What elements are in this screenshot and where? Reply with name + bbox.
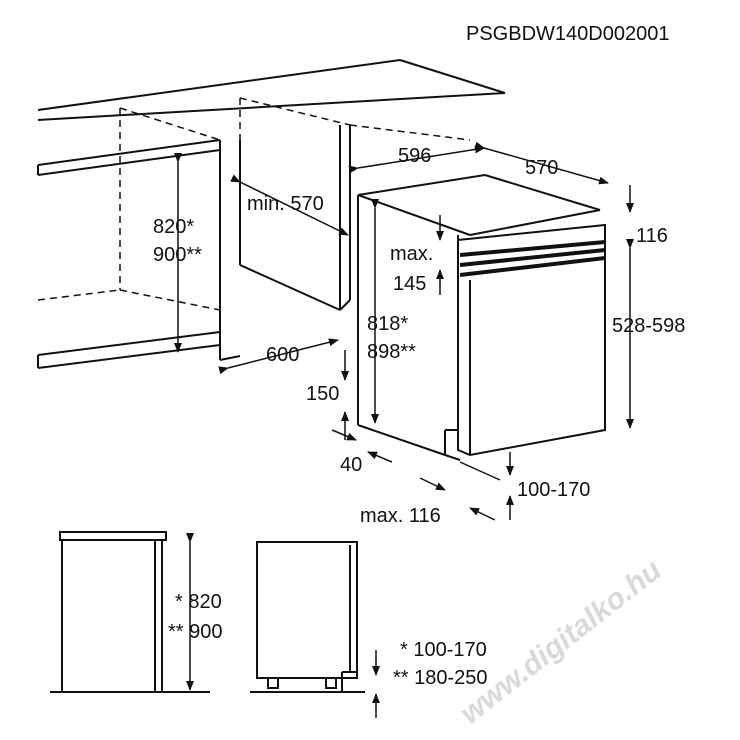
bottom-dimension-labels: * 820 ** 900 * 100-170 ** 180-250 xyxy=(168,591,488,689)
dim-min-570: min. 570 xyxy=(247,193,324,215)
top-dimension-labels: 596 570 min. 570 820* 900** 600 max. 145… xyxy=(153,145,685,527)
dim-145: 145 xyxy=(393,273,426,295)
dim-820: 820* xyxy=(153,216,194,238)
front-panel xyxy=(457,223,606,457)
dim-596: 596 xyxy=(398,145,431,167)
countertop xyxy=(37,59,506,121)
dim-528-598: 528-598 xyxy=(612,315,685,337)
model-code: PSGBDW140D002001 xyxy=(466,23,669,45)
dim-600: 600 xyxy=(266,344,299,366)
dimension-lines xyxy=(174,141,634,521)
bottom-dishwasher-side xyxy=(250,541,365,693)
cabinet-outline xyxy=(37,97,471,311)
bottom-dim-plinth-1: * 100-170 xyxy=(400,639,487,661)
bottom-left-cabinet xyxy=(50,531,210,693)
dim-818: 818* xyxy=(367,313,408,335)
bottom-dimension-lines xyxy=(186,533,380,718)
bottom-dim-820: * 820 xyxy=(175,591,222,613)
dim-116: 116 xyxy=(636,225,668,247)
dim-898: 898** xyxy=(367,341,416,363)
dim-40: 40 xyxy=(340,454,362,476)
left-cabinet xyxy=(37,139,241,369)
dim-max-label: max. xyxy=(390,243,433,265)
bottom-dim-plinth-2: ** 180-250 xyxy=(393,667,488,689)
niche xyxy=(239,125,351,311)
dim-100-170: 100-170 xyxy=(517,479,590,501)
dim-570: 570 xyxy=(525,157,558,179)
dim-max-116: max. 116 xyxy=(360,505,441,527)
top-diagram xyxy=(37,59,634,521)
dim-150: 150 xyxy=(306,383,339,405)
bottom-diagram xyxy=(50,531,380,718)
bottom-dim-900: ** 900 xyxy=(168,621,223,643)
dim-900: 900** xyxy=(153,244,202,266)
